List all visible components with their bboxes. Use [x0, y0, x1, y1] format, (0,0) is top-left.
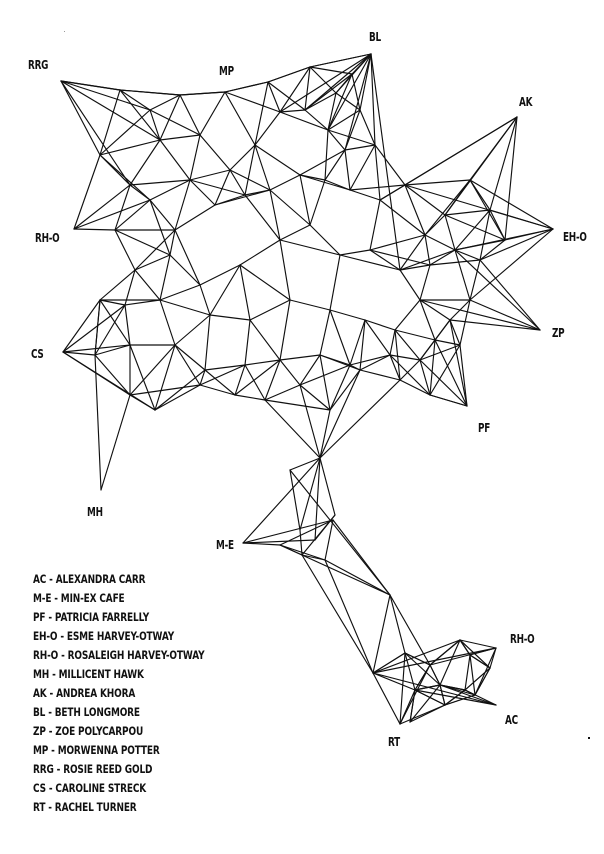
label-ac: AC — [505, 713, 518, 727]
label-mp: MP — [219, 64, 234, 78]
label-m-e: M-E — [216, 538, 234, 552]
legend-item-eh-o: EH-O - ESME HARVEY-OTWAY — [33, 629, 175, 643]
legend-item-cs: CS - CAROLINE STRECK — [33, 781, 147, 795]
legend-item-bl: BL - BETH LONGMORE — [33, 705, 140, 719]
legend-item-mp: MP - MORWENNA POTTER — [33, 743, 160, 757]
legend-item-mh: MH - MILLICENT HAWK — [33, 667, 144, 681]
legend-item-m-e: M-E - MIN-EX CAFE — [33, 591, 125, 605]
label-bl: BL — [369, 30, 381, 44]
legend-item-zp: ZP - ZOE POLYCARPOU — [33, 724, 144, 738]
legend-item-rrg: RRG - ROSIE REED GOLD — [33, 762, 153, 776]
label-rrg: RRG — [28, 58, 49, 72]
label-cs: CS — [31, 347, 44, 361]
label-rh-o: RH-O — [35, 231, 60, 245]
label-eh-o: EH-O — [563, 230, 587, 244]
label-pf: PF — [478, 421, 491, 435]
stray-dot-top — [64, 31, 65, 32]
label-rh-o-2: RH-O — [510, 632, 535, 646]
legend-item-ac: AC - ALEXANDRA CARR — [33, 572, 146, 586]
label-mh: MH — [87, 505, 103, 519]
legend-item-ak: AK - ANDREA KHORA — [33, 686, 136, 700]
legend: AC - ALEXANDRA CARR M-E - MIN-EX CAFE PF… — [33, 570, 253, 817]
legend-item-rh-o: RH-O - ROSALEIGH HARVEY-OTWAY — [33, 648, 205, 662]
legend-item-rt: RT - RACHEL TURNER — [33, 800, 137, 814]
legend-item-pf: PF - PATRICIA FARRELLY — [33, 610, 150, 624]
label-ak: AK — [519, 95, 533, 109]
label-rt: RT — [388, 735, 400, 749]
stray-dot — [588, 737, 590, 739]
label-zp: ZP — [552, 326, 565, 340]
